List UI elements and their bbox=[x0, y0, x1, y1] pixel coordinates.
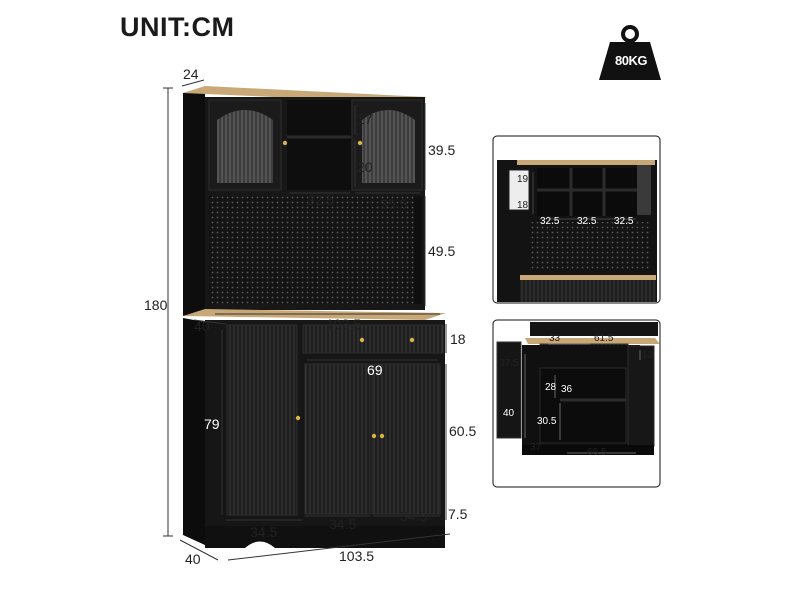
base-door-left bbox=[226, 324, 298, 516]
dim-inset-counter-width: 61.5 bbox=[594, 333, 614, 344]
dim-inset-cubby-left: 32.5 bbox=[540, 216, 560, 227]
dim-hutch-top-height: 39.5 bbox=[428, 142, 456, 158]
dim-inset-shelf-lower: 30.5 bbox=[537, 416, 557, 427]
dim-base-cabinet-height: 79 bbox=[204, 416, 220, 432]
knob bbox=[371, 433, 377, 439]
dim-total-height: 180 bbox=[144, 297, 168, 313]
dim-door-width-right: 34.5 bbox=[400, 508, 428, 524]
dimension-lines bbox=[163, 79, 451, 561]
inset-top-illustration bbox=[492, 135, 661, 304]
dim-drawer-height: 18 bbox=[450, 331, 466, 347]
knob bbox=[409, 337, 415, 343]
hutch-side-panel bbox=[183, 87, 205, 316]
inset-bottom-illustration bbox=[492, 319, 661, 488]
unit-label: UNIT:CM bbox=[120, 12, 235, 42]
dim-door-width-middle: 34.5 bbox=[329, 516, 357, 532]
dim-inset-door-height: 37.5 bbox=[499, 358, 519, 369]
weight-label: 80KG bbox=[615, 53, 647, 68]
base-side-panel bbox=[183, 318, 205, 545]
drawer bbox=[302, 324, 444, 354]
dim-drawer-width: 69 bbox=[367, 362, 383, 378]
dim-pegboard-height: 49.5 bbox=[428, 243, 456, 259]
dim-countertop-width: 103.5 bbox=[326, 316, 362, 332]
dim-inset-depth: 37 bbox=[530, 442, 542, 453]
knob bbox=[379, 433, 385, 439]
dim-top-depth: 24 bbox=[183, 66, 199, 82]
dim-base-depth: 40 bbox=[194, 318, 210, 334]
glass-panel-right bbox=[362, 110, 415, 183]
dim-inset-cubby-middle: 32.5 bbox=[577, 216, 597, 227]
dim-plinth-height: 7.5 bbox=[448, 506, 468, 522]
dim-door-width-left: 34.5 bbox=[250, 524, 278, 540]
dim-open-shelf-width: 32.5 bbox=[307, 192, 335, 208]
dim-inset-shelf-upper: 28 bbox=[545, 382, 557, 393]
dim-lower-door-height: 60.5 bbox=[449, 423, 477, 439]
open-cubby bbox=[287, 100, 351, 190]
pegboard bbox=[209, 196, 414, 304]
knob bbox=[295, 415, 301, 421]
dim-inset-cabinet-height: 40 bbox=[503, 408, 515, 419]
dim-inset-drawer-height: 13 bbox=[642, 350, 654, 361]
dim-inner-shelf-height: 20 bbox=[357, 159, 373, 175]
plinth bbox=[205, 526, 445, 548]
dim-inset-bottom-width: 66.5 bbox=[587, 447, 607, 458]
knob bbox=[357, 140, 363, 146]
dim-glass-door-width: 35.5 bbox=[380, 196, 408, 212]
knob bbox=[282, 140, 288, 146]
dim-glass-door-height: 17 bbox=[357, 111, 373, 127]
weight-icon bbox=[599, 25, 661, 80]
dim-inset-drawer-width: 33 bbox=[549, 333, 561, 344]
dim-inset-glass-top: 19 bbox=[517, 174, 529, 185]
base-door-right bbox=[371, 363, 441, 515]
dim-inset-shelf-side: 36 bbox=[561, 384, 573, 395]
dim-bottom-width: 103.5 bbox=[339, 548, 375, 564]
dim-bottom-depth: 40 bbox=[185, 551, 201, 567]
dim-inset-glass-bottom: 18 bbox=[517, 200, 529, 211]
knob bbox=[359, 337, 365, 343]
dim-inset-cubby-right: 32.5 bbox=[614, 216, 634, 227]
glass-panel-left bbox=[217, 110, 273, 183]
base-door-middle bbox=[304, 363, 371, 515]
